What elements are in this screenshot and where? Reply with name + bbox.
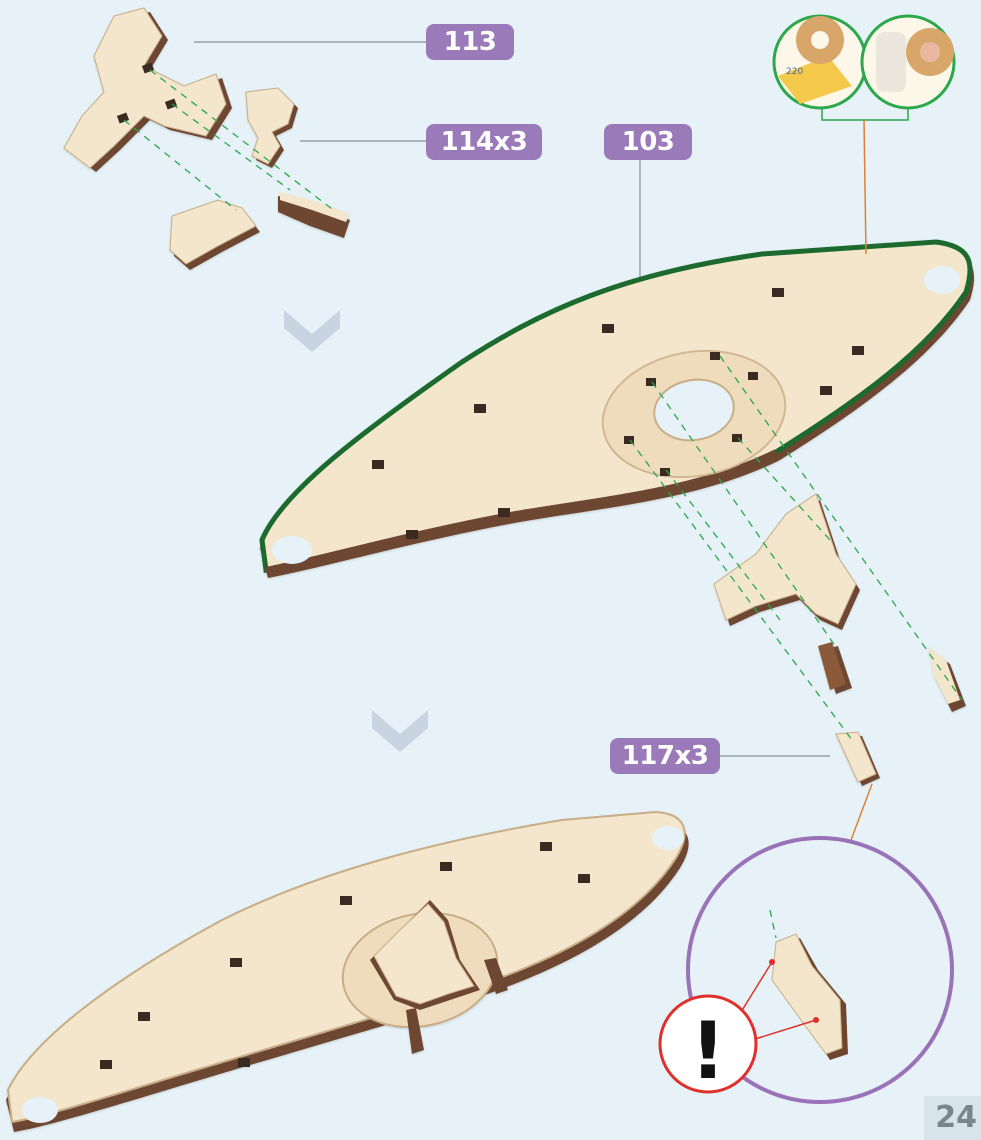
part-label-103: 103: [604, 124, 692, 160]
warning-icon: !: [660, 996, 756, 1097]
part-label-113: 113: [426, 24, 514, 60]
page-number: 24: [924, 1096, 981, 1140]
part-117-piece: [836, 732, 880, 786]
hint-leader: [864, 120, 866, 254]
arrow-down-icon: [372, 710, 428, 752]
hint-bracket: [822, 108, 908, 120]
sandpaper-icon: 220: [774, 16, 866, 108]
part-103-frame: [260, 242, 974, 578]
arrow-down-icon: [284, 310, 340, 352]
part-label-117: 117x3: [610, 738, 720, 774]
sandpaper-grit-label: 220: [786, 67, 803, 77]
part-label-114: 114x3: [426, 124, 542, 160]
finger-tool-icon: [862, 16, 954, 108]
part-113-piece: [64, 8, 232, 172]
warning-symbol: !: [690, 1007, 726, 1097]
assembled-frame: [6, 812, 689, 1132]
